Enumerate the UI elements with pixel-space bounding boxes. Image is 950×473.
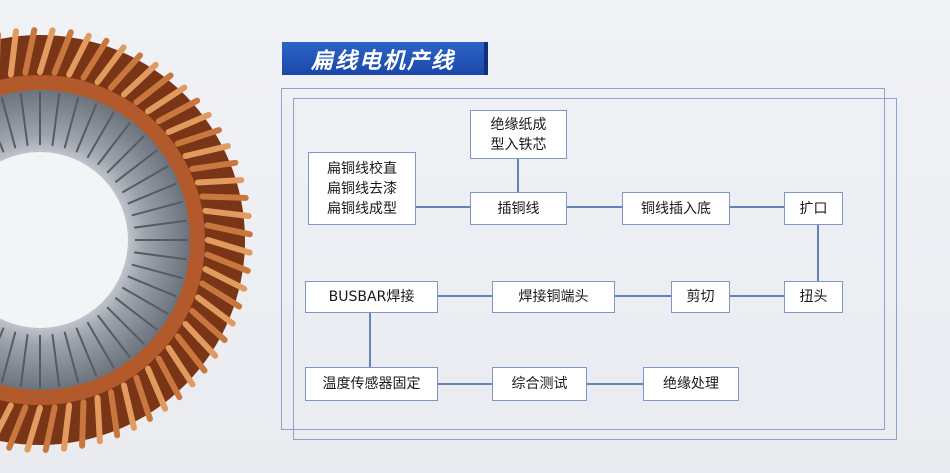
stator-photo (0, 27, 253, 453)
step-insulation-treatment: 绝缘处理 (643, 367, 739, 401)
diagram-frame-inner (293, 98, 897, 440)
step-twist: 扭头 (784, 281, 843, 313)
page-title: 扁线电机产线 (282, 42, 484, 75)
step-wire-insert-bottom: 铜线插入底 (622, 192, 730, 225)
step-straighten-strip-form: 扁铜线校直 扁铜线去漆 扁铜线成型 (308, 152, 416, 225)
step-insulation-paper: 绝缘纸成 型入铁芯 (470, 110, 567, 159)
step-cut: 剪切 (671, 281, 730, 313)
diagram-frame-outer (281, 88, 885, 430)
step-weld-copper-end: 焊接铜端头 (492, 281, 615, 313)
step-busbar-welding: BUSBAR焊接 (305, 281, 438, 313)
step-insert-copper-wire: 插铜线 (470, 192, 567, 225)
step-temperature-sensor: 温度传感器固定 (305, 367, 438, 401)
step-comprehensive-test: 综合测试 (492, 367, 587, 401)
step-expand: 扩口 (784, 192, 843, 225)
